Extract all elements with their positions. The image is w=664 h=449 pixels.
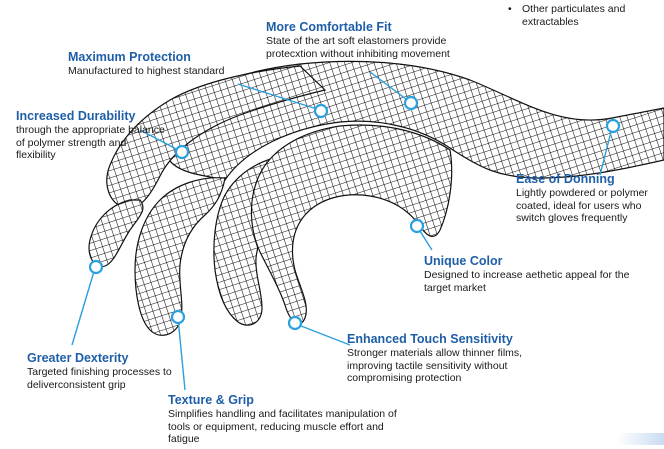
- protection-desc: Manufactured to highest standard: [68, 65, 225, 77]
- comfort-title: More Comfortable Fit: [266, 20, 392, 34]
- bullet-item: • Other particulates and extractables: [508, 3, 658, 29]
- marker-dexterity: [88, 259, 104, 275]
- marker-grip: [170, 309, 186, 325]
- grip-desc: Simplifies handling and facilitates mani…: [168, 408, 397, 445]
- dexterity-title: Greater Dexterity: [27, 351, 129, 365]
- color-title: Unique Color: [424, 254, 503, 268]
- leader-comfort: [369, 71, 411, 103]
- grip-title: Texture & Grip: [168, 393, 254, 407]
- durability-title: Increased Durability: [16, 109, 136, 123]
- leader-lines: [71, 71, 613, 391]
- leader-durability: [139, 129, 183, 153]
- marker-touch: [287, 315, 303, 331]
- marker-color: [409, 218, 425, 234]
- leader-touch: [295, 323, 351, 346]
- corner-gradient: [616, 433, 664, 445]
- touch-desc: Stronger materials allow thinner films, …: [347, 347, 523, 384]
- hand-thumb: [250, 124, 453, 325]
- donning-desc: Lightly powdered or polymer coated, idea…: [516, 187, 648, 224]
- marker-protection: [313, 103, 329, 119]
- hand-middle-finger: [134, 177, 226, 336]
- bullet-dot: •: [508, 3, 512, 15]
- protection-title: Maximum Protection: [68, 50, 191, 64]
- donning-title: Ease of Donning: [516, 172, 615, 186]
- leader-donning: [599, 127, 613, 176]
- leader-grip: [177, 317, 186, 391]
- bullet-text: Other particulates and extractables: [522, 3, 626, 28]
- color-desc: Designed to increase aethetic appeal for…: [424, 269, 630, 294]
- dexterity-desc: Targeted finishing processes to deliverc…: [27, 366, 172, 391]
- comfort-desc: State of the art soft elastomers provide…: [266, 35, 450, 60]
- durability-desc: through the appropriate balance of polym…: [16, 124, 165, 161]
- marker-comfort: [403, 95, 419, 111]
- leader-dexterity: [71, 267, 96, 346]
- leader-protection: [237, 83, 321, 111]
- wireframe-hand: [88, 60, 664, 336]
- touch-title: Enhanced Touch Sensitivity: [347, 332, 513, 346]
- marker-donning: [605, 118, 621, 134]
- hand-pinky: [88, 199, 144, 268]
- markers: [88, 95, 621, 331]
- marker-durability: [174, 144, 190, 160]
